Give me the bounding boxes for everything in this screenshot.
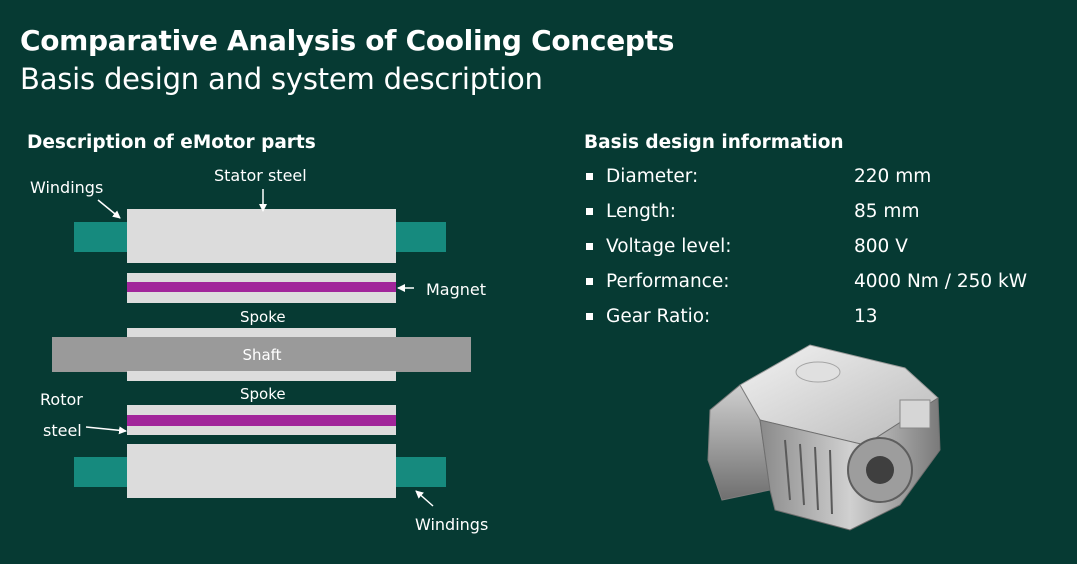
winding-bottom-right [396, 457, 446, 487]
spec-value: 4000 Nm / 250 kW [854, 271, 1028, 292]
spec-label: Voltage level: [606, 236, 732, 257]
label-rotor-line1: Rotor [40, 390, 83, 409]
right-section-heading: Basis design information [584, 132, 844, 153]
shaft [52, 337, 471, 372]
spec-label: Length: [606, 201, 677, 222]
spoke-top [127, 328, 396, 338]
housing-top-cap [795, 361, 841, 383]
arrow-rotor-steel [85, 426, 127, 435]
label-windings-top: Windings [30, 178, 103, 197]
label-stator-steel: Stator steel [214, 166, 307, 185]
label-rotor-line2: steel [43, 421, 82, 440]
spec-value: 220 mm [854, 166, 932, 187]
label-spoke-top: Spoke [240, 308, 286, 326]
stator-steel-top [127, 209, 396, 263]
bullet-icon [586, 313, 593, 320]
winding-bottom-left [74, 457, 128, 487]
winding-top-left [74, 222, 128, 252]
spec-label: Gear Ratio: [606, 306, 711, 327]
housing-ribs [784, 439, 833, 515]
spoke-bottom [127, 371, 396, 381]
gearbox-hub [866, 456, 894, 484]
bullet-icon [586, 173, 593, 180]
emotor-housing-image [707, 344, 941, 531]
spec-label: Performance: [606, 271, 730, 292]
spec-label: Diameter: [606, 166, 699, 187]
label-shaft: Shaft [242, 346, 281, 364]
slide-subtitle: Basis design and system description [20, 62, 543, 96]
spec-value: 85 mm [854, 201, 920, 222]
label-magnet: Magnet [426, 280, 486, 299]
bullet-icon [586, 278, 593, 285]
spec-value: 13 [854, 306, 878, 327]
arrow-windings-bottom [415, 490, 434, 507]
bullet-icon [586, 243, 593, 250]
housing-connector [899, 399, 931, 429]
slide-title: Comparative Analysis of Cooling Concepts [20, 24, 675, 57]
stator-steel-bottom [127, 444, 396, 498]
magnet-bottom [127, 415, 396, 426]
bullet-icon [586, 208, 593, 215]
left-section-heading: Description of eMotor parts [27, 132, 316, 153]
label-windings-bottom: Windings [415, 515, 488, 534]
arrow-windings-top [97, 199, 121, 219]
magnet-top [127, 282, 396, 292]
winding-top-right [396, 222, 446, 252]
emotor-parts-diagram: Windings Stator steel Magnet Spoke Shaft… [30, 166, 488, 534]
label-spoke-bottom: Spoke [240, 385, 286, 403]
spec-value: 800 V [854, 236, 908, 257]
